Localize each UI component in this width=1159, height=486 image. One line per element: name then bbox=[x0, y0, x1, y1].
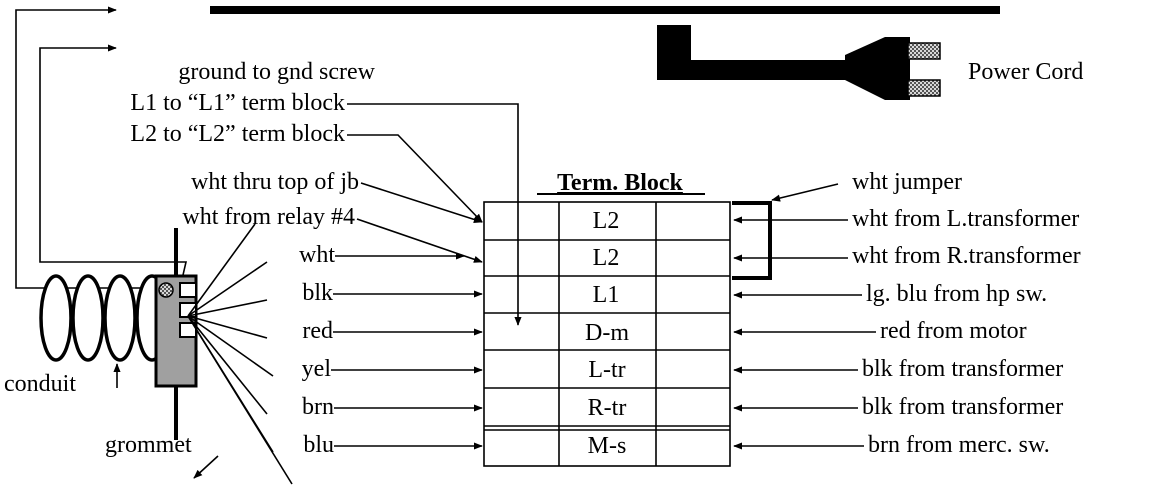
label-wht-from-r-transformer: wht from R.transformer bbox=[852, 243, 1081, 269]
left-leaders bbox=[331, 103, 522, 450]
terminal-labels: L2 L2 L1 D-m L-tr R-tr M-s bbox=[585, 208, 629, 459]
label-l2-to-term-block: L2 to “L2” term block bbox=[130, 121, 345, 147]
label-blk-from-transformer-1: blk from transformer bbox=[862, 356, 1063, 382]
grommet-label: grommet bbox=[105, 432, 192, 458]
ground-screw-icon bbox=[158, 282, 174, 298]
terminal-d-m: D-m bbox=[585, 320, 629, 346]
label-ground-to-gnd-screw: ground to gnd screw bbox=[178, 59, 375, 85]
terminal-l1: L1 bbox=[593, 282, 620, 308]
power-cord-label: Power Cord bbox=[968, 59, 1083, 85]
terminal-block-title: Term. Block bbox=[557, 170, 683, 196]
power-plug-icon bbox=[657, 25, 941, 100]
terminal-l2-b: L2 bbox=[593, 245, 620, 271]
jumper-bracket bbox=[732, 201, 772, 280]
junction-box-icon bbox=[154, 274, 198, 388]
terminal-r-tr: R-tr bbox=[588, 395, 627, 421]
label-red-from-motor: red from motor bbox=[880, 318, 1027, 344]
left-labels: ground to gnd screw L1 to “L1” term bloc… bbox=[130, 59, 375, 458]
label-brn: brn bbox=[302, 394, 334, 420]
label-wht-from-relay: wht from relay #4 bbox=[182, 204, 355, 230]
fan-wires bbox=[187, 223, 293, 485]
grommet-arrow bbox=[193, 455, 219, 479]
label-wht-thru-top: wht thru top of jb bbox=[191, 169, 359, 195]
label-blu: blu bbox=[303, 432, 334, 458]
right-leaders bbox=[733, 183, 876, 450]
terminal-m-s: M-s bbox=[588, 433, 627, 459]
label-blk-from-transformer-2: blk from transformer bbox=[862, 394, 1063, 420]
terminal-block bbox=[483, 201, 731, 467]
label-lg-blu-from-hp-sw: lg. blu from hp sw. bbox=[866, 281, 1047, 307]
terminal-l2-a: L2 bbox=[593, 208, 620, 234]
label-wht-from-l-transformer: wht from L.transformer bbox=[852, 206, 1079, 232]
label-yel: yel bbox=[302, 356, 332, 382]
label-red: red bbox=[302, 318, 333, 344]
terminal-l-tr: L-tr bbox=[588, 357, 625, 383]
label-wht: wht bbox=[299, 242, 335, 268]
label-l1-to-term-block: L1 to “L1” term block bbox=[130, 90, 345, 116]
conduit-label: conduit bbox=[4, 371, 76, 397]
right-labels: wht jumper wht from L.transformer wht fr… bbox=[852, 169, 1081, 458]
label-blk: blk bbox=[302, 280, 333, 306]
label-wht-jumper: wht jumper bbox=[852, 169, 962, 195]
l1-wire-route bbox=[39, 44, 188, 289]
label-brn-from-merc-sw: brn from merc. sw. bbox=[868, 432, 1050, 458]
